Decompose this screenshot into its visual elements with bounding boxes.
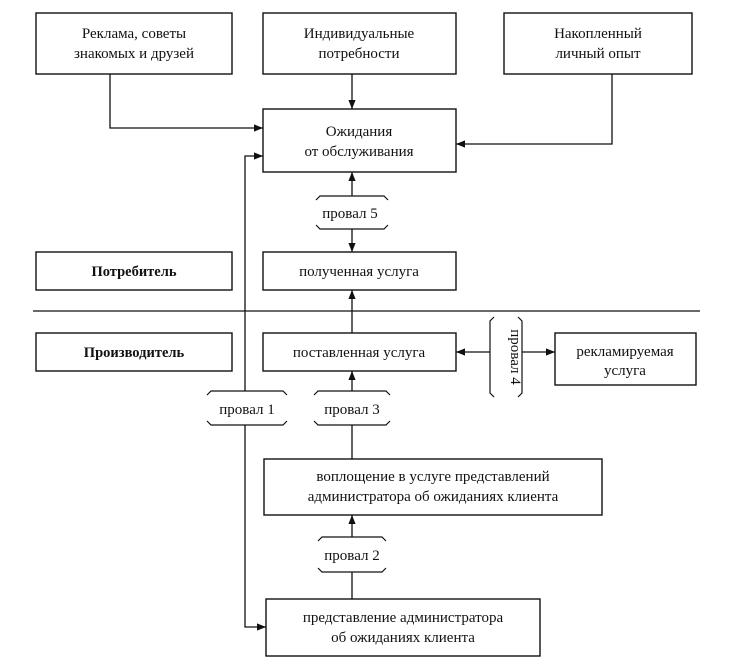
gap-5-label: провал 5 [322, 206, 377, 222]
arrow-gap1-down [244, 425, 266, 631]
box-ads: Реклама, советы знакомых и друзей [35, 12, 233, 75]
box-perception-line-2: об ожиданиях клиента [331, 630, 475, 646]
arrow-ads-to-expectations [109, 74, 263, 132]
box-expectations-line-1: Ожидания [326, 124, 393, 140]
box-perception-line-1: представление администратора [303, 610, 504, 626]
gap-4-marker: провал 4 [489, 316, 523, 398]
box-perception: представление администратора об ожидания… [265, 598, 541, 657]
box-consumer-label: Потребитель [91, 264, 176, 280]
gap-3-marker: провал 3 [313, 390, 391, 426]
box-delivered-label: поставленная услуга [293, 345, 426, 361]
box-ads-line-1: Реклама, советы [82, 26, 186, 42]
arrow-gap1-up [244, 152, 263, 391]
box-needs-line-1: Индивидуальные [304, 26, 415, 42]
gap-4-label: провал 4 [507, 329, 523, 385]
box-embodiment-line-2: администратора об ожиданиях клиента [308, 489, 559, 505]
box-needs: Индивидуальные потребности [262, 12, 457, 75]
box-producer: Производитель [35, 332, 233, 372]
box-experience: Накопленный личный опыт [503, 12, 693, 75]
box-consumer: Потребитель [35, 251, 233, 291]
gap-3-label: провал 3 [324, 402, 379, 418]
box-expectations: Ожидания от обслуживания [262, 108, 457, 173]
box-advertised-line-1: рекламируемая [576, 344, 673, 360]
box-expectations-line-2: от обслуживания [304, 144, 413, 160]
box-needs-line-2: потребности [319, 46, 400, 62]
box-received: полученная услуга [262, 251, 457, 291]
arrow-experience-to-expectations [456, 74, 613, 148]
box-experience-line-1: Накопленный [554, 26, 642, 42]
box-embodiment: воплощение в услуге представлений админи… [263, 458, 603, 516]
gap-5-marker: провал 5 [315, 195, 389, 230]
gap-1-label: провал 1 [219, 402, 274, 418]
gap-2-label: провал 2 [324, 548, 379, 564]
gap-2-marker: провал 2 [317, 536, 387, 573]
box-received-label: полученная услуга [299, 264, 419, 280]
box-advertised-line-2: услуга [604, 363, 646, 379]
box-advertised: рекламируемая услуга [554, 332, 697, 386]
box-delivered: поставленная услуга [262, 332, 457, 372]
box-embodiment-line-1: воплощение в услуге представлений [316, 469, 549, 485]
box-producer-label: Производитель [84, 345, 185, 361]
gap-1-marker: провал 1 [206, 390, 288, 426]
box-experience-line-2: личный опыт [555, 46, 641, 62]
box-ads-line-2: знакомых и друзей [74, 46, 194, 62]
